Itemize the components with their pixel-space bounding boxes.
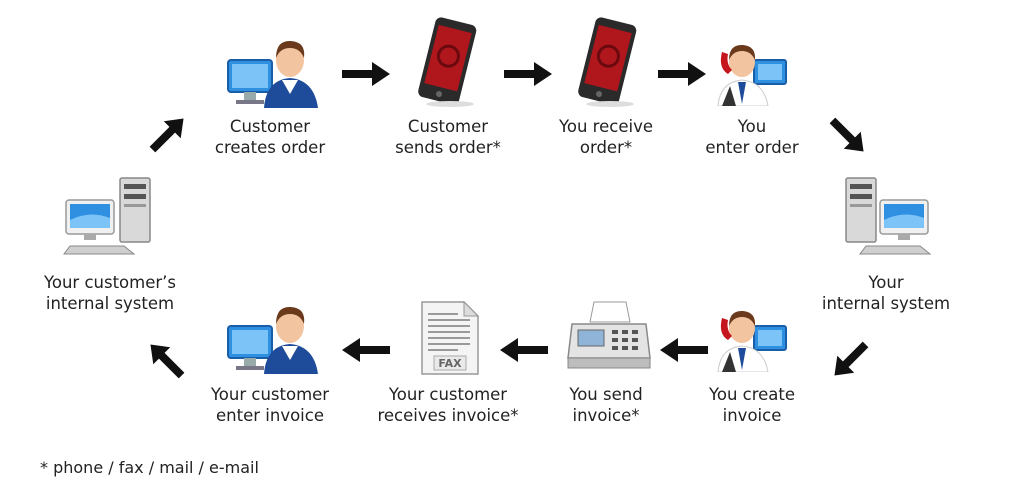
computer-system-icon <box>63 177 151 255</box>
customer-computer-icon <box>227 306 318 374</box>
arrow-right <box>342 62 390 86</box>
smartphone-icon <box>418 17 477 107</box>
step-label-line1: Customer <box>407 117 489 136</box>
step-label-line1: Your <box>868 273 904 292</box>
step-label-line2: invoice <box>722 406 782 425</box>
smartphone-icon <box>578 17 637 107</box>
fax-machine-icon <box>567 301 651 369</box>
arrow-left <box>660 338 708 362</box>
step-label-line2: receives invoice* <box>377 406 519 425</box>
step-label-line2: enter invoice <box>216 406 324 425</box>
step-label-line1: You send <box>569 385 643 404</box>
step-label-line2: sends order* <box>395 138 501 157</box>
step-label-line2: internal system <box>45 294 175 313</box>
arrow-left <box>500 338 548 362</box>
fax-label: FAX <box>438 357 462 370</box>
arrow-up-right <box>149 118 184 153</box>
step-label-line1: Customer <box>229 117 311 136</box>
step-label-line2: order* <box>579 138 633 157</box>
customer-computer-icon <box>227 40 318 108</box>
operator-phone-icon <box>717 310 787 372</box>
step-label-line1: Your customer <box>210 385 330 404</box>
step-label-line2: invoice* <box>572 406 640 425</box>
computer-system-icon <box>845 177 932 255</box>
step-label-line1: You receive <box>559 117 653 136</box>
arrow-down-right <box>829 117 864 152</box>
fax-document-icon: FAX <box>421 300 480 375</box>
arrow-right <box>658 62 706 86</box>
step-label-line2: internal system <box>821 294 951 313</box>
step-label-line1: Your customer’s <box>43 273 176 292</box>
step-label-line2: creates order <box>214 138 326 157</box>
step-label-line1: You <box>737 117 767 136</box>
arrow-down-left <box>834 341 869 376</box>
step-label-line1: You create <box>708 385 796 404</box>
arrow-left <box>342 338 390 362</box>
step-label-line1: Your customer <box>388 385 508 404</box>
arrow-right <box>504 62 552 86</box>
step-label-line2: enter order <box>705 138 799 157</box>
arrow-up-left <box>150 344 185 379</box>
operator-phone-icon <box>717 44 787 106</box>
footnote: * phone / fax / mail / e-mail <box>40 458 259 477</box>
